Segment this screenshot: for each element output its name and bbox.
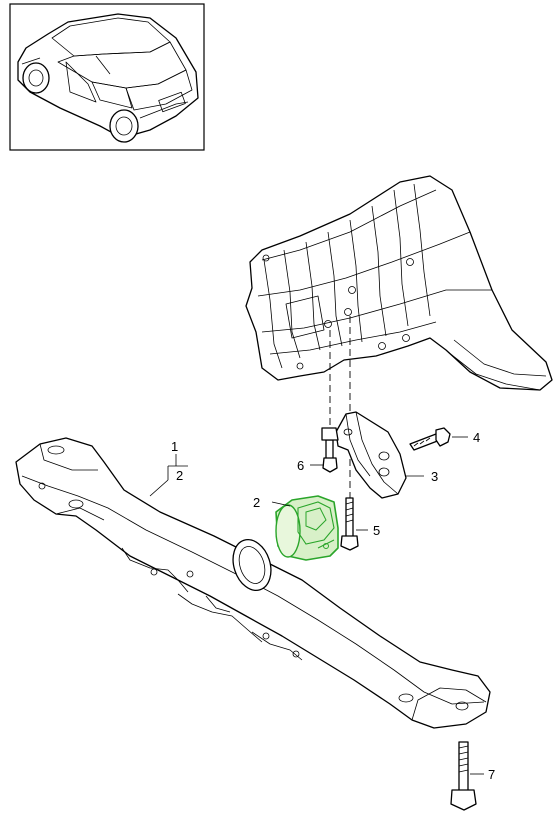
bolt-bracket[interactable] xyxy=(409,427,451,451)
bracket[interactable] xyxy=(335,411,407,499)
callout-2-upper[interactable]: 2 xyxy=(176,468,183,483)
callout-6[interactable]: 6 xyxy=(297,458,304,473)
callout-2[interactable]: 2 xyxy=(253,495,260,510)
callout-leaders xyxy=(149,436,484,775)
mount-face xyxy=(275,504,301,558)
transmission-housing xyxy=(245,175,553,391)
callout-7[interactable]: 7 xyxy=(488,767,495,782)
bolt-mount[interactable] xyxy=(340,497,359,551)
callout-3[interactable]: 3 xyxy=(431,469,438,484)
callout-1[interactable]: 1 xyxy=(171,439,178,454)
crossmember[interactable] xyxy=(15,437,491,729)
suv-car-icon xyxy=(17,13,199,143)
callout-4[interactable]: 4 xyxy=(473,430,480,445)
vehicle-thumbnail[interactable] xyxy=(9,3,205,151)
transmission-mount[interactable] xyxy=(275,495,339,561)
callout-5[interactable]: 5 xyxy=(373,523,380,538)
bolt-crossmember[interactable] xyxy=(450,741,477,811)
bolt-small[interactable] xyxy=(321,427,339,473)
